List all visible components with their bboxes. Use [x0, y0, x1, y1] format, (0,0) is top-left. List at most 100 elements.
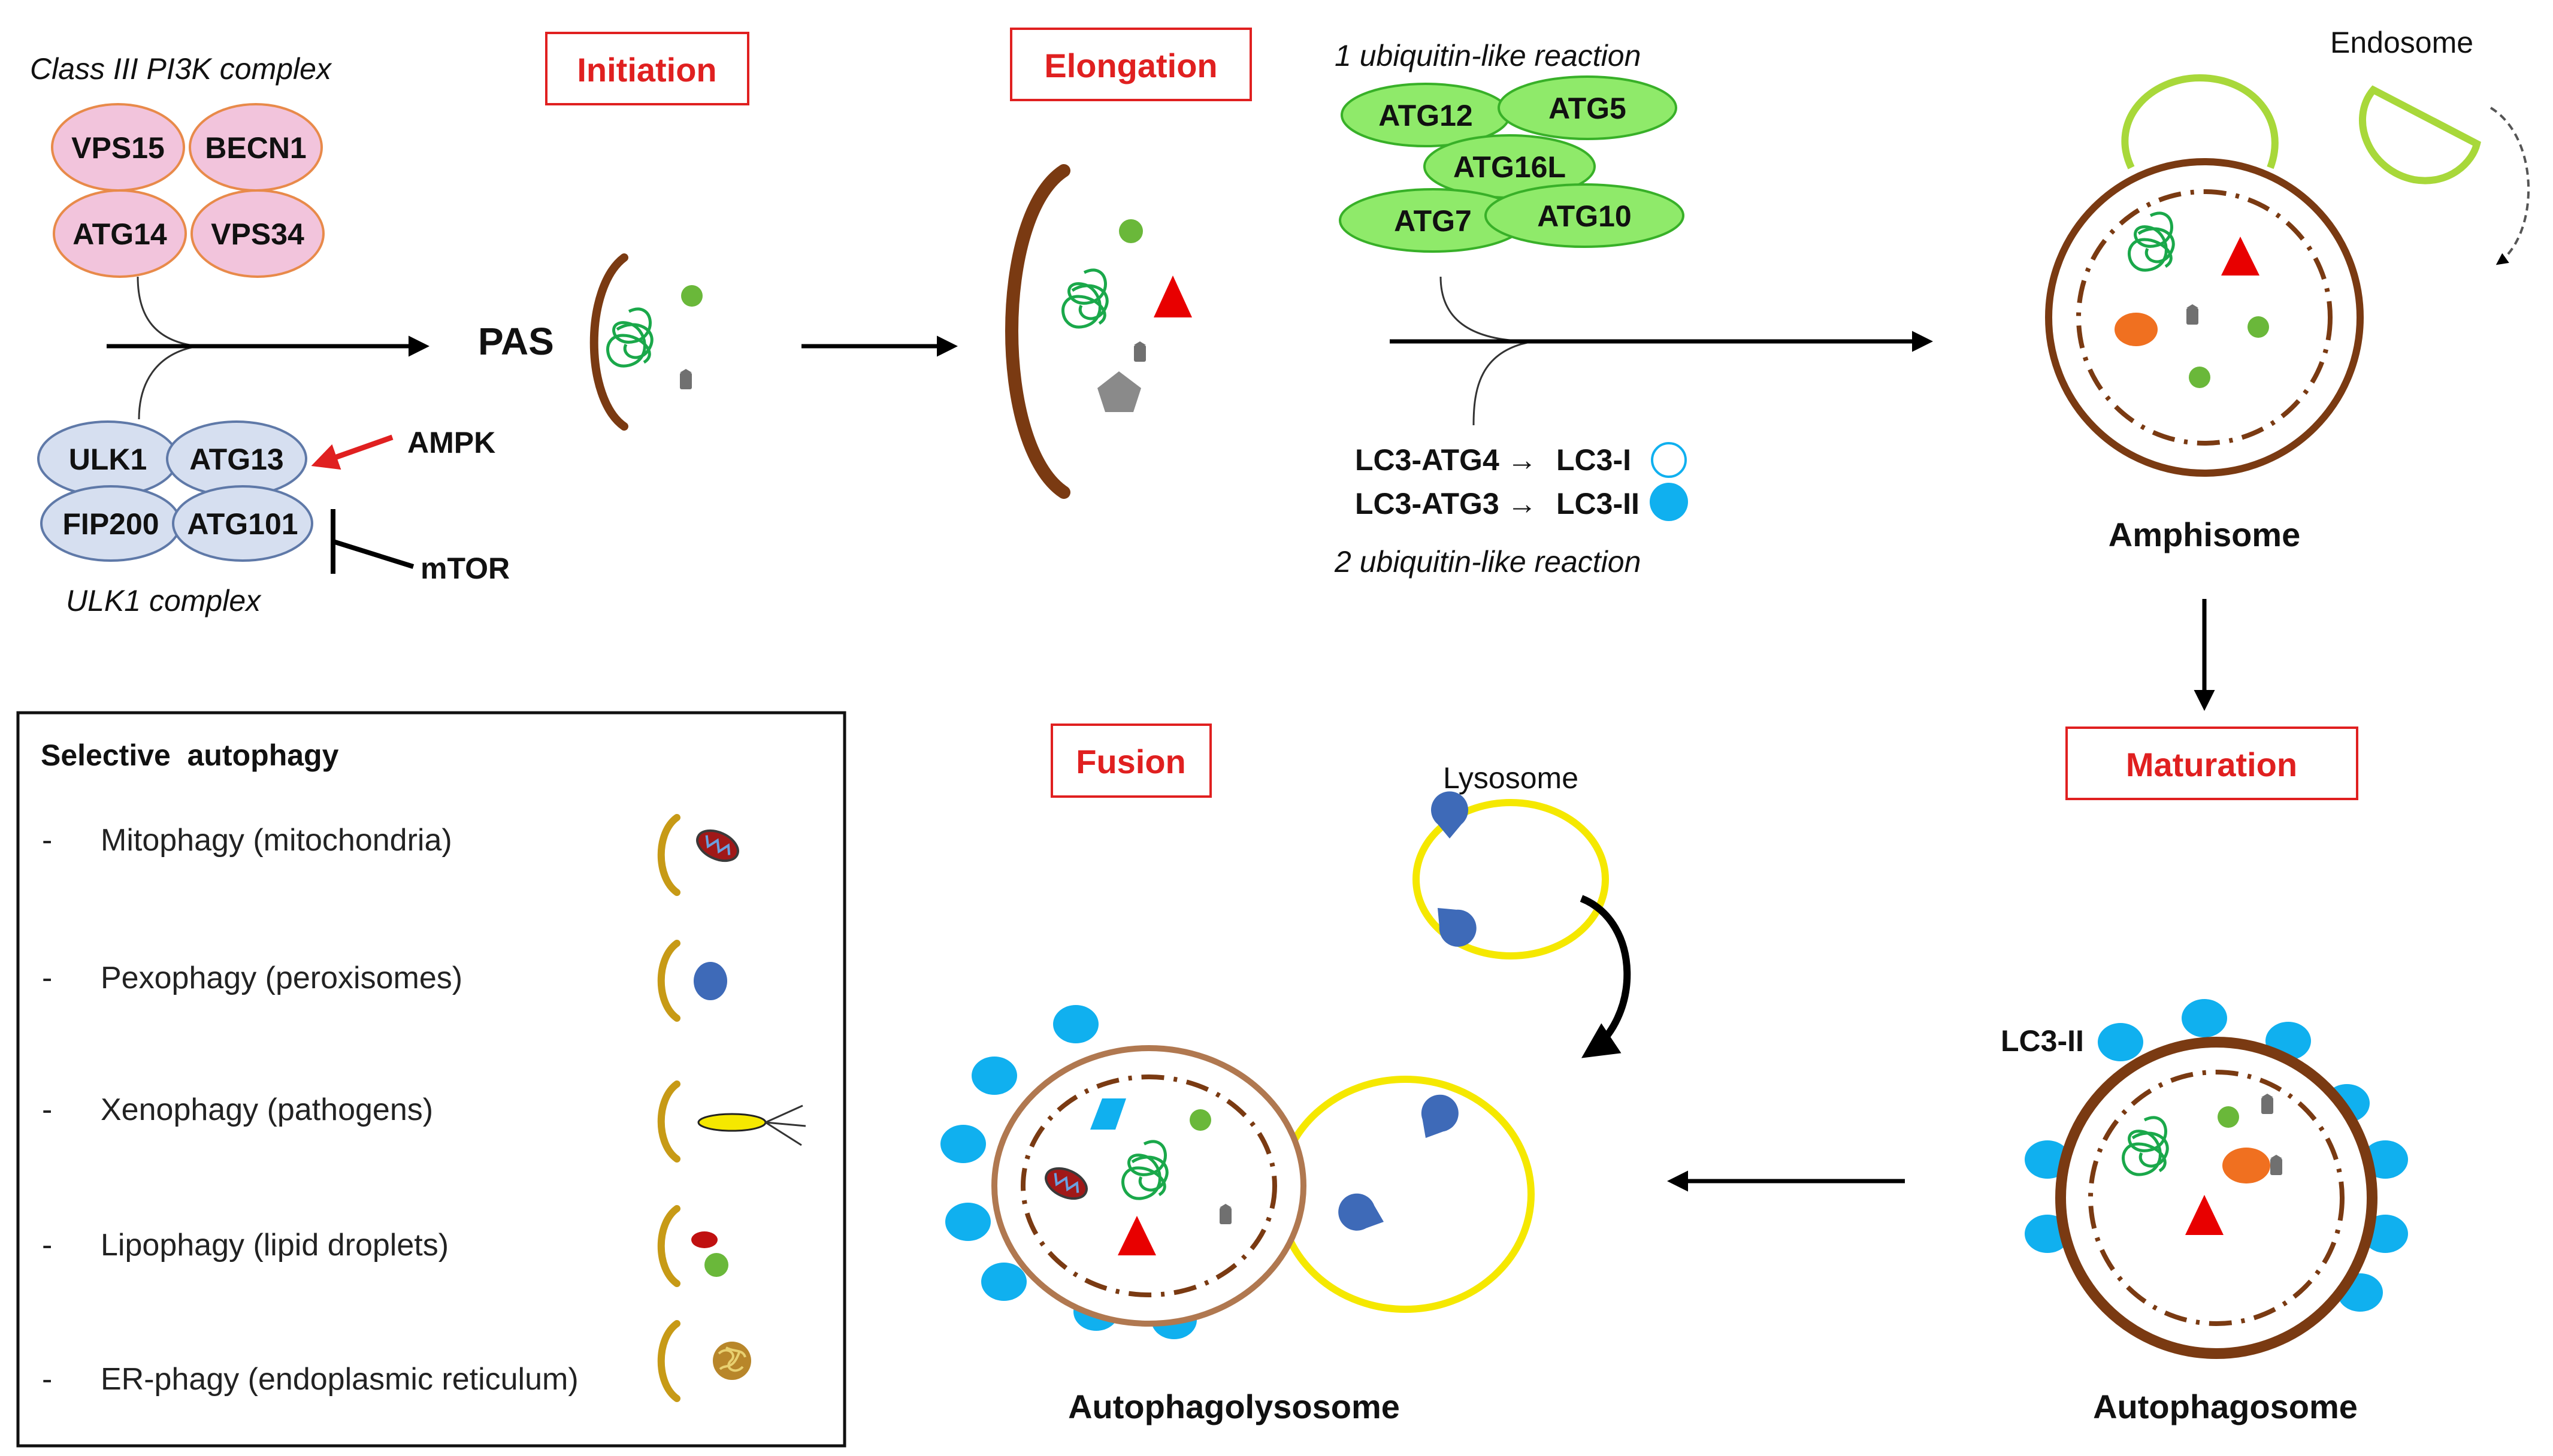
lipid-droplet-icon: [691, 1231, 718, 1248]
elongation-phagophore: [1005, 164, 1192, 499]
lysosome-label: Lysosome: [1443, 761, 1578, 795]
xenophagy-phagophore-icon: [657, 1080, 680, 1163]
lc3-line-1-right: LC3-I: [1556, 443, 1631, 477]
protein-atg14: [53, 189, 187, 278]
lysosome: [1412, 791, 1609, 959]
autophagolysosome-red-triangle: [1118, 1216, 1156, 1255]
endosome-icon: [2359, 85, 2481, 184]
pas-green-dot: [681, 285, 703, 307]
endoplasmic-reticulum-icon: [712, 1340, 752, 1381]
atg-connector: [1439, 276, 1534, 343]
amphisome-green-dot-1: [2248, 316, 2269, 338]
mtor-inhibition: [331, 509, 415, 574]
endosome: [2359, 85, 2530, 265]
autophagolysosome-grey-cargo-icon: [1220, 1204, 1232, 1224]
endosome-label: Endosome: [2330, 26, 2473, 59]
protein-atg12-label: ATG12: [1378, 99, 1472, 132]
protein-ulk1-label: ULK1: [69, 443, 147, 476]
stage-elongation: Elongation: [1010, 28, 1252, 101]
amphisome: [2045, 74, 2364, 477]
selective-autophagy-panel: Selective autophagy - Mitophagy (mitocho…: [16, 711, 846, 1448]
amphisome-grey-cargo-icon: [2186, 304, 2198, 325]
lc3-i-icon: [1651, 442, 1687, 478]
amphisome-cargo-icon: [2129, 213, 2174, 270]
amphisome-inner-membrane: [2076, 189, 2333, 446]
peroxisome-icon: [694, 962, 727, 1000]
ampk-activation-arrow: [311, 434, 394, 470]
mtor-label: mTOR: [421, 552, 510, 585]
er-phagy-phagophore-icon: [657, 1320, 680, 1402]
ubiquitin-reaction-2: 2 ubiquitin-like reaction: [1334, 545, 1641, 579]
lc3-line-1-arrow: →: [1507, 443, 1537, 477]
protein-atg5-label: ATG5: [1548, 92, 1626, 125]
autophagosome-grey-cargo-icon-2: [2270, 1155, 2282, 1175]
protein-atg7-label: ATG7: [1394, 204, 1472, 238]
mitophagy-label: Mitophagy (mitochondria): [101, 823, 452, 858]
amphisome-outer-membrane: [2045, 158, 2364, 477]
autophagosome-red-triangle: [2185, 1195, 2224, 1235]
protein-atg101: [172, 485, 313, 562]
protein-fip200-label: FIP200: [62, 507, 159, 541]
autophagosome-grey-cargo-icon-1: [2261, 1094, 2273, 1114]
stage-elongation-label: Elongation: [1044, 47, 1217, 84]
lc3-ii-icon: [1650, 483, 1688, 521]
protein-atg14-label: ATG14: [72, 217, 167, 251]
amphisome-label: Amphisome: [2109, 516, 2301, 553]
amphisome-green-dot-2: [2189, 367, 2210, 388]
protein-atg101-label: ATG101: [187, 507, 298, 541]
elongation-grey-cargo-icon: [1134, 341, 1146, 362]
lipophagy-phagophore-icon: [657, 1205, 680, 1287]
lipid-droplet-green-icon: [704, 1253, 728, 1277]
ulk1-complex-title: ULK1 complex: [66, 584, 262, 617]
protein-atg13-label: ATG13: [189, 443, 283, 476]
lc3-ii-label: LC3-II: [2001, 1024, 2084, 1058]
protein-atg5: [1498, 75, 1677, 140]
protein-becn1-label: BECN1: [205, 131, 306, 165]
elongation-red-triangle: [1154, 276, 1192, 317]
protein-vps34: [190, 189, 325, 278]
pas-label: PAS: [478, 320, 554, 363]
amphisome-red-triangle: [2221, 237, 2259, 276]
lysosome-fused-membrane: [1276, 1076, 1535, 1313]
pi3k-complex-title: Class III PI3K complex: [30, 52, 332, 86]
ulk1-connector: [138, 345, 198, 420]
autophagolysosome-outer-membrane: [991, 1045, 1306, 1327]
lipophagy-label: Lipophagy (lipid droplets): [101, 1228, 449, 1263]
protein-atg10-label: ATG10: [1537, 199, 1631, 233]
protein-atg10: [1484, 183, 1684, 248]
lc3-line-2-arrow: →: [1507, 487, 1537, 520]
autophagolysosome: [940, 1005, 1535, 1339]
autophagosome-label: Autophagosome: [2093, 1388, 2358, 1425]
selective-item-dash: -: [42, 823, 52, 858]
stage-maturation-label: Maturation: [2126, 746, 2297, 783]
ubiquitin-reaction-1: 1 ubiquitin-like reaction: [1335, 39, 1641, 72]
autophagosome-inner-membrane: [2088, 1070, 2345, 1326]
protein-vps34-label: VPS34: [211, 217, 304, 251]
stage-fusion-label: Fusion: [1076, 743, 1186, 780]
protein-atg16l-label: ATG16L: [1453, 150, 1566, 184]
autophagosome-green-dot: [2218, 1106, 2239, 1128]
pexophagy-phagophore-icon: [657, 940, 680, 1022]
selective-item-dash: -: [42, 1362, 52, 1397]
autophagosome: [2025, 999, 2408, 1359]
er-phagy-label: ER-phagy (endoplasmic reticulum): [101, 1362, 579, 1397]
selective-item-dash: -: [42, 961, 52, 995]
endosome-fused-icon: [2121, 74, 2279, 169]
pexophagy-label: Pexophagy (peroxisomes): [101, 961, 462, 995]
lysosome-fusion-arrow: [1580, 895, 1631, 1058]
selective-item-dash: -: [42, 1228, 52, 1263]
autophagosome-outer-membrane: [2055, 1037, 2377, 1359]
stage-initiation: Initiation: [545, 32, 749, 105]
elongation-grey-pentagon: [1097, 371, 1141, 412]
pathogen-icon: [697, 1104, 806, 1146]
lc3-line-1-left: LC3-ATG4: [1355, 443, 1499, 477]
selective-item-dash: -: [42, 1092, 52, 1127]
amphisome-orange-vesicle: [2115, 313, 2158, 346]
lc3-connector: [1472, 340, 1534, 426]
lc3-line-2-right: LC3-II: [1556, 487, 1640, 520]
autophagolysosome-blue-diamond: [1090, 1098, 1126, 1130]
mitophagy-phagophore-icon: [657, 814, 680, 896]
endosome-recycle-arrow: [2490, 107, 2530, 265]
autophagolysosome-inner-membrane: [1021, 1074, 1277, 1297]
